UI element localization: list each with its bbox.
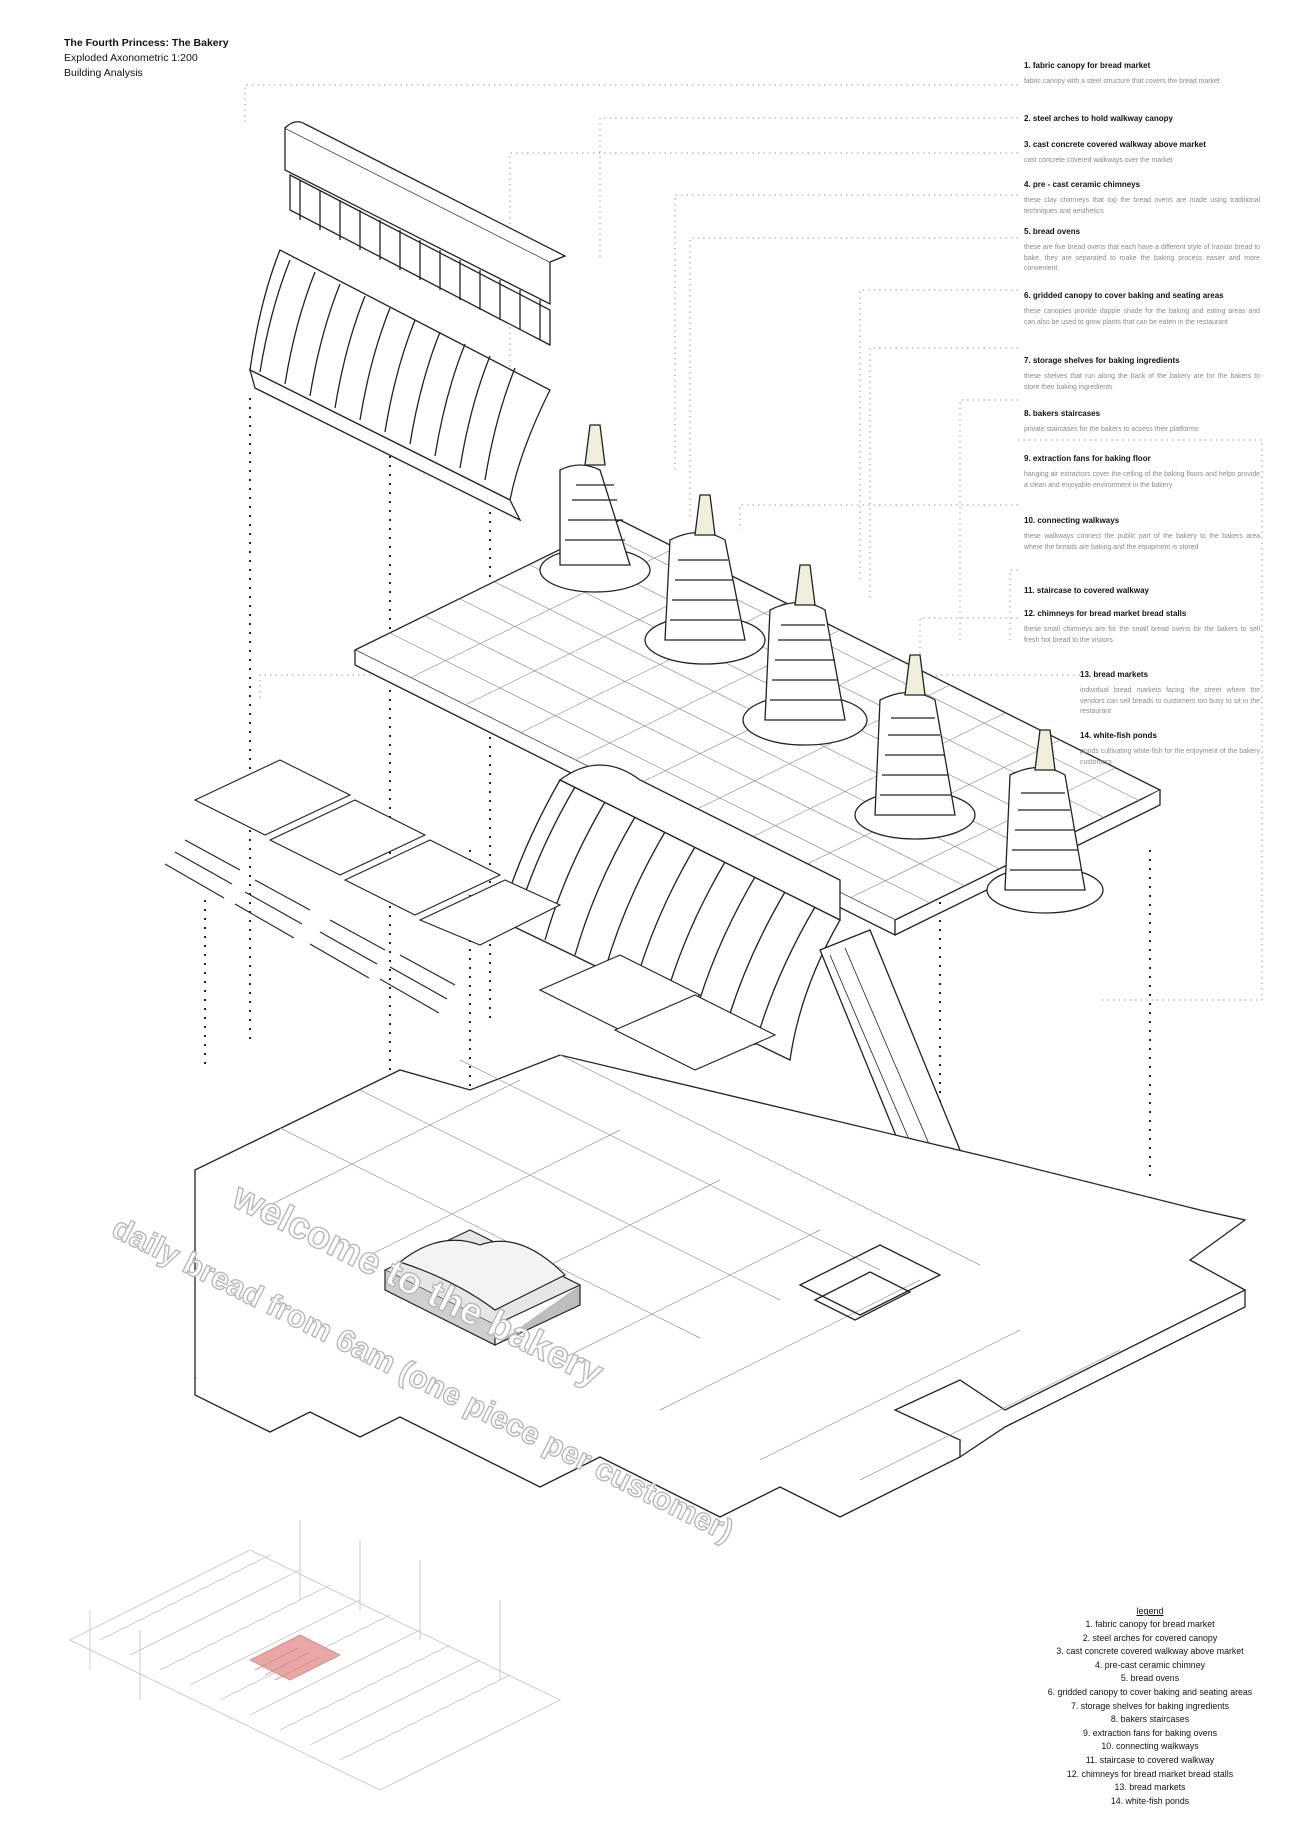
drawing-title: The Fourth Princess: The Bakery <box>64 37 229 49</box>
legend-item: 6. gridded canopy to cover baking and se… <box>1047 1686 1253 1697</box>
canopy-arches <box>248 121 567 522</box>
legend-item: 13. bread markets <box>1114 1782 1186 1793</box>
note-14: 14. white-fish ponds ponds cultivating w… <box>1080 731 1260 766</box>
oven-1 <box>539 424 651 593</box>
note-4: 4. pre - cast ceramic chimneys these cla… <box>1024 180 1260 215</box>
legend-item: 5. bread ovens <box>1120 1673 1180 1684</box>
note-11: 11. staircase to covered walkway <box>1024 586 1149 595</box>
oven-4 <box>854 654 976 840</box>
oven-3 <box>742 564 868 746</box>
note-1: 1. fabric canopy for bread market fabric… <box>1024 61 1220 85</box>
book-sculpture <box>383 1229 582 1346</box>
note-10: 10. connecting walkways these walkways c… <box>1024 516 1260 551</box>
legend-title: legend <box>1136 1606 1164 1616</box>
legend-item: 9. extraction fans for baking ovens <box>1083 1727 1217 1738</box>
site-location-thumbnail <box>68 1520 562 1791</box>
leader-lines <box>244 84 1263 1001</box>
legend-item: 11. staircase to covered walkway <box>1085 1754 1215 1765</box>
legend-item: 3. cast concrete covered walkway above m… <box>1056 1646 1244 1657</box>
legend-item: 4. pre-cast ceramic chimney <box>1095 1659 1205 1670</box>
ground-floor-plan <box>194 1054 1247 1518</box>
legend-item: 10. connecting walkways <box>1101 1741 1199 1752</box>
note-6: 6. gridded canopy to cover baking and se… <box>1024 291 1260 326</box>
legend-item: 14. white-fish ponds <box>1110 1795 1190 1806</box>
legend: legend 1. fabric canopy for bread market… <box>1000 1605 1300 1808</box>
title-block: The Fourth Princess: The Bakery Exploded… <box>64 36 229 81</box>
highlight-region <box>248 1634 342 1681</box>
note-12: 12. chimneys for bread market bread stal… <box>1024 609 1260 644</box>
drawing-caption: Building Analysis <box>64 67 143 79</box>
drawing-subtitle: Exploded Axonometric 1:200 <box>64 52 198 64</box>
legend-item: 12. chimneys for bread market bread stal… <box>1066 1768 1234 1779</box>
oven-5 <box>986 729 1104 914</box>
bread-market-stalls <box>164 759 777 1071</box>
legend-item: 7. storage shelves for baking ingredient… <box>1071 1700 1229 1711</box>
note-2: 2. steel arches to hold walkway canopy <box>1024 114 1173 123</box>
note-3: 3. cast concrete covered walkway above m… <box>1024 140 1206 164</box>
note-8: 8. bakers staircases private staircases … <box>1024 409 1199 433</box>
legend-item: 8. bakers staircases <box>1110 1714 1190 1725</box>
note-5: 5. bread ovens these are five bread oven… <box>1024 227 1260 272</box>
note-7: 7. storage shelves for baking ingredient… <box>1024 356 1260 391</box>
note-13: 13. bread markets individual bread marke… <box>1080 670 1260 715</box>
legend-item: 1. fabric canopy for bread market <box>1085 1619 1215 1629</box>
oven-2 <box>644 494 766 665</box>
note-9: 9. extraction fans for baking floor hang… <box>1024 454 1260 489</box>
covered-walkway <box>499 764 961 1171</box>
legend-item: 2. steel arches for covered canopy <box>1082 1632 1218 1643</box>
bread-ovens <box>539 424 1104 914</box>
